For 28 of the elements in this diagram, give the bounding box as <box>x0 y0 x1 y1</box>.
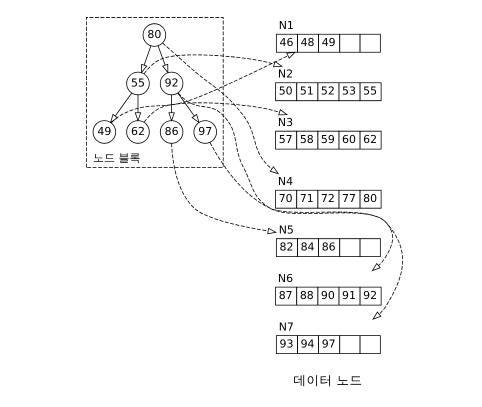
node-circle: 80 <box>142 23 166 47</box>
label: 데이터 노드 <box>292 372 362 388</box>
arrow <box>170 143 277 234</box>
node-label: N5 <box>278 223 294 236</box>
arrow <box>143 54 282 74</box>
node-circle: 97 <box>193 120 216 144</box>
arrow <box>177 92 200 124</box>
node-label: N2 <box>277 67 293 80</box>
arrow <box>168 94 174 122</box>
node-label: N6 <box>277 272 293 285</box>
arrow <box>177 92 392 272</box>
node-label: N3 <box>277 116 293 129</box>
node-circle: 49 <box>92 120 116 144</box>
node-label: N7 <box>278 320 294 334</box>
arrow <box>110 52 296 124</box>
node-label: N1 <box>278 18 294 32</box>
node-label: N4 <box>277 174 293 188</box>
arrow <box>140 46 151 74</box>
arrow <box>143 102 288 123</box>
node-circle: 62 <box>126 120 150 144</box>
node-circle: 92 <box>159 72 183 96</box>
arrow <box>134 94 141 122</box>
node-circle: 86 <box>159 120 183 144</box>
arrow <box>109 92 132 124</box>
node-circle: 55 <box>126 72 150 96</box>
arrow <box>162 42 279 174</box>
arrow <box>209 142 402 320</box>
arrow <box>157 46 168 74</box>
